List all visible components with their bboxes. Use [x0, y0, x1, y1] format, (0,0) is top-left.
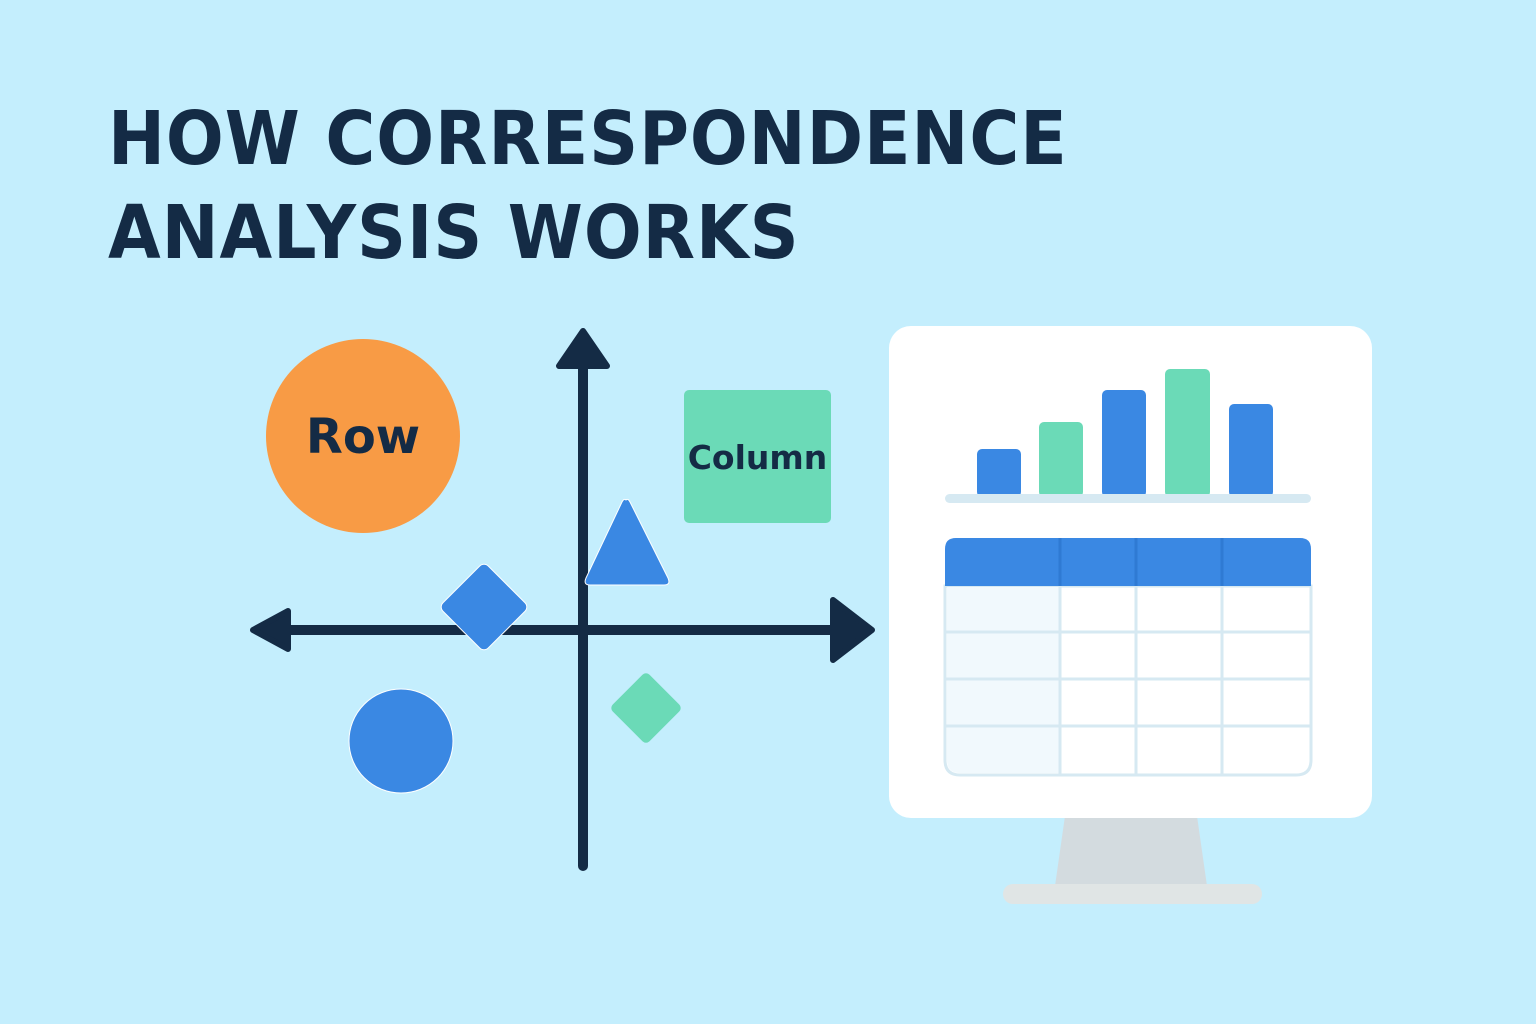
monitor-icon: [889, 326, 1372, 904]
table-header: [945, 538, 1311, 586]
biplot-axes: [250, 328, 875, 871]
page-title: HOW CORRESPONDENCE ANALYSIS WORKS: [108, 92, 1068, 280]
column-label: Column: [688, 438, 828, 477]
arrow-right-icon: [830, 597, 875, 663]
chart-baseline: [945, 494, 1311, 503]
bar-1: [977, 449, 1021, 497]
green-diamond-icon: [611, 673, 681, 743]
row-marker: Row: [266, 339, 460, 533]
blue-diamond-icon: [440, 563, 528, 651]
bar-5: [1229, 404, 1273, 497]
table-header-dividers: [1058, 538, 1224, 586]
arrow-left-icon: [250, 608, 291, 652]
orange-circle-icon: [266, 339, 460, 533]
title-line-2: ANALYSIS WORKS: [108, 190, 800, 276]
title-line-1: HOW CORRESPONDENCE: [108, 96, 1068, 182]
mini-bar-chart: [945, 369, 1311, 503]
green-square-icon: [684, 390, 831, 523]
blue-circle-icon: [348, 688, 454, 794]
mini-table: [943, 538, 1313, 777]
blue-triangle-icon: [584, 498, 670, 586]
bar-3: [1102, 390, 1146, 497]
table-grid: [946, 586, 1310, 774]
monitor-base: [1003, 884, 1262, 904]
bar-4: [1165, 369, 1210, 497]
arrow-up-icon: [556, 328, 610, 369]
monitor-stand: [1055, 816, 1207, 886]
column-marker: Column: [684, 390, 831, 523]
row-label: Row: [306, 409, 420, 465]
bar-2: [1039, 422, 1083, 497]
